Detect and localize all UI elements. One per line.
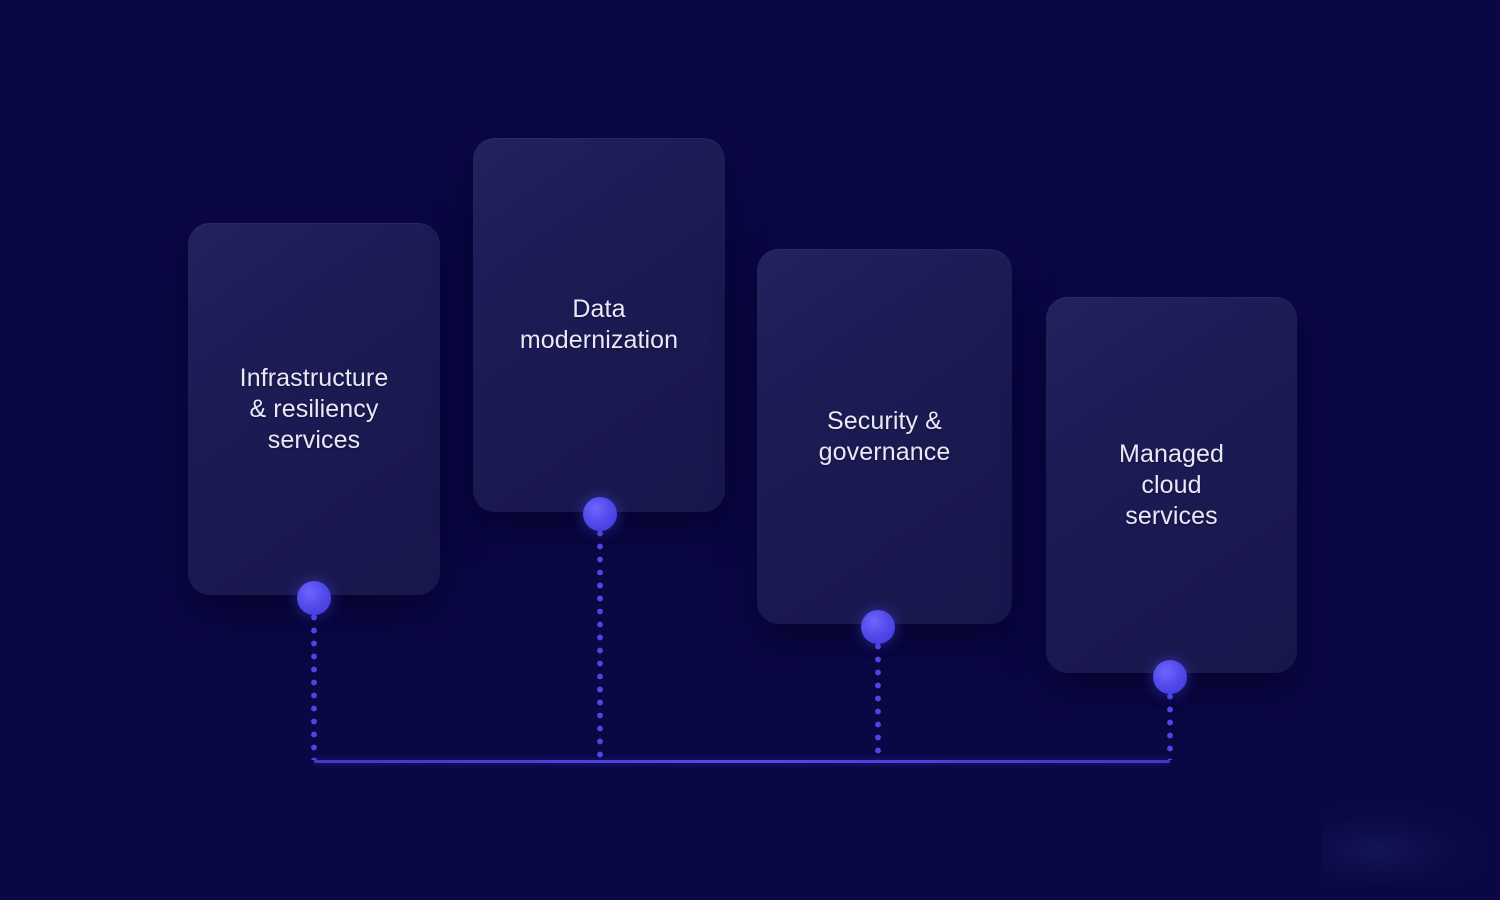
connector-dot-infrastructure-resiliency-services[interactable] — [297, 581, 331, 615]
card-managed-cloud-services[interactable]: Managed cloud services — [1046, 297, 1297, 673]
connector-dot-data-modernization[interactable] — [583, 497, 617, 531]
card-label: Security & governance — [818, 406, 951, 466]
card-label: Data modernization — [519, 295, 679, 354]
card-label: Infrastructure & resiliency services — [239, 363, 389, 454]
card-security-governance[interactable]: Security & governance — [757, 249, 1012, 624]
connector-dot-security-governance[interactable] — [861, 610, 895, 644]
connector-drop-data-modernization — [596, 514, 604, 760]
connector-drop-security-governance — [874, 627, 882, 760]
card-data-modernization[interactable]: Data modernization — [473, 138, 725, 512]
connector-baseline — [314, 760, 1170, 763]
watermark-artifact — [1322, 806, 1482, 886]
connector-dot-managed-cloud-services[interactable] — [1153, 660, 1187, 694]
connector-drop-managed-cloud-services — [1166, 677, 1174, 760]
card-label: Managed cloud services — [1119, 439, 1224, 530]
connector-drop-infrastructure-resiliency-services — [310, 598, 318, 760]
card-infrastructure-resiliency-services[interactable]: Infrastructure & resiliency services — [188, 223, 440, 595]
